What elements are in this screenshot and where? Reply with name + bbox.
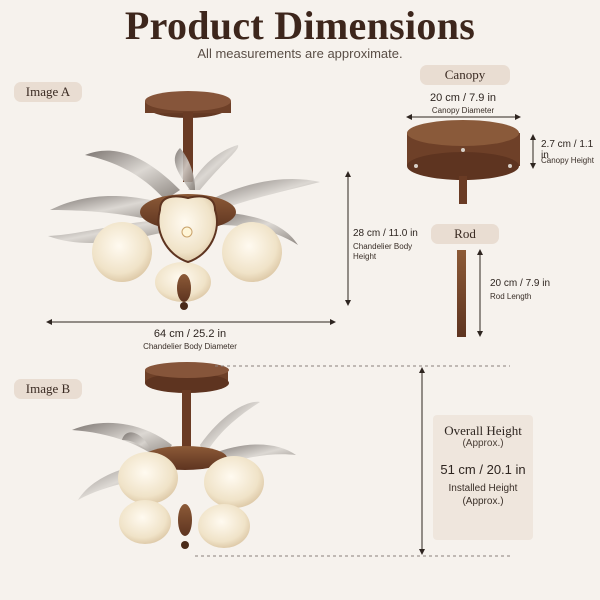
overall-height-caption-1: Installed Height — [448, 483, 518, 494]
overall-height-approx: (Approx.) — [462, 438, 504, 449]
overall-height-title: Overall Height — [444, 423, 522, 438]
canopy-label: Canopy — [420, 65, 510, 85]
chandelier-b — [72, 362, 296, 549]
canopy-height-value: 2.7 cm / 1.1 in — [541, 139, 594, 161]
body-height-caption-2: Height — [353, 252, 377, 261]
body-height-caption-1: Chandelier Body — [353, 242, 413, 251]
overall-height-caption-2: (Approx.) — [462, 496, 504, 507]
image-a-label: Image A — [14, 82, 82, 102]
rod-drawing — [457, 249, 483, 337]
rod-length-caption: Rod Length — [490, 292, 532, 301]
image-b-label: Image B — [14, 379, 82, 399]
rod-length-value: 20 cm / 7.9 in — [490, 278, 551, 289]
canopy-drawing — [406, 114, 536, 204]
page-title: Product Dimensions — [124, 3, 476, 48]
overall-height-caption: Installed Height (Approx.) — [433, 482, 533, 508]
body-diameter-value: 64 cm / 25.2 in — [153, 328, 227, 340]
canopy-diameter-caption: Canopy Diameter — [431, 106, 495, 115]
canopy-diameter-value: 20 cm / 7.9 in — [429, 92, 497, 104]
chandelier-a — [48, 91, 320, 310]
rod-label: Rod — [431, 224, 499, 244]
page-subtitle: All measurements are approximate. — [197, 46, 403, 61]
body-height-value: 28 cm / 11.0 in — [353, 228, 418, 239]
overall-height-panel — [433, 415, 533, 540]
overall-height-value: 51 cm / 20.1 in — [440, 462, 526, 477]
canopy-height-caption: Canopy Height — [541, 156, 594, 165]
body-diameter-caption: Chandelier Body Diameter — [143, 342, 237, 351]
